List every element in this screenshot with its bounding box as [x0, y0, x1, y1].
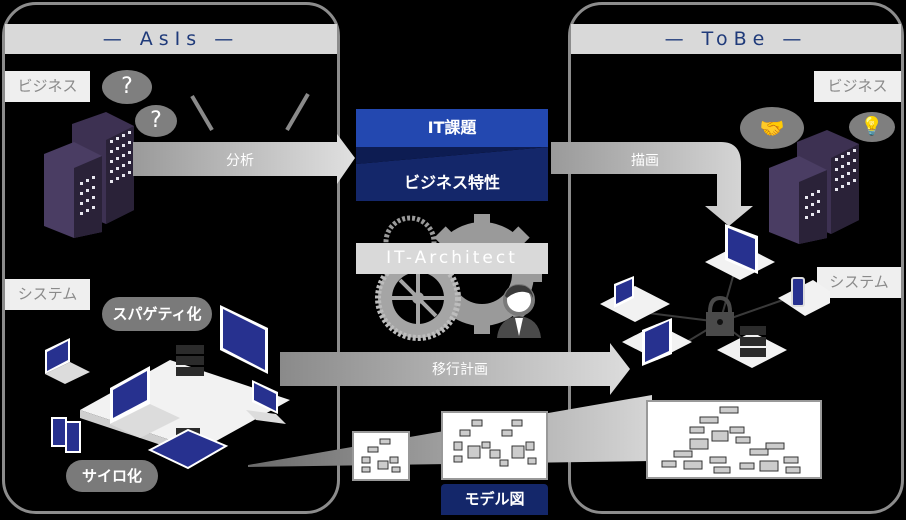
question-bubble-icon: ? — [102, 70, 152, 104]
drawing-arrow — [551, 142, 753, 226]
model-tree-icon — [361, 438, 401, 473]
building-icon — [44, 112, 134, 238]
business-traits-banner: ビジネス特性 — [356, 164, 548, 201]
model-tree-icon — [661, 406, 801, 474]
analysis-label: 分析 — [226, 153, 254, 169]
asis-panel — [2, 2, 340, 514]
migration-label: 移行計画 — [432, 362, 488, 378]
tobe-system-tag: システム — [817, 267, 901, 298]
analysis-arrow — [133, 134, 355, 184]
asis-system-tag: システム — [5, 279, 90, 310]
model-tree-icon — [453, 419, 537, 467]
migration-arrow — [280, 343, 630, 395]
architect-label: IT-Architect — [356, 243, 548, 274]
it-issues-banner: IT課題 — [356, 109, 548, 147]
tobe-panel — [568, 2, 904, 514]
asis-header: — AsIs — — [5, 24, 337, 54]
asis-system-devices-icon — [45, 305, 290, 470]
banner-divider — [356, 147, 548, 164]
tobe-system-network-icon — [600, 224, 830, 368]
tobe-header: — ToBe — — [571, 24, 901, 54]
tobe-business-tag: ビジネス — [814, 71, 901, 102]
drawing-label: 描画 — [631, 153, 659, 169]
handshake-bubble-icon: 🤝 — [740, 107, 804, 149]
silo-cloud: サイロ化 — [66, 460, 158, 492]
building-icon — [769, 130, 859, 244]
model-label: モデル図 — [441, 484, 548, 515]
lightbulb-bubble-icon: 💡 — [849, 112, 895, 142]
asis-business-tag: ビジネス — [5, 71, 90, 102]
spaghetti-cloud: スパゲティ化 — [102, 297, 212, 331]
architect-person-icon — [497, 284, 541, 338]
question-bubble-icon: ? — [135, 105, 177, 137]
emphasis-lines-icon — [190, 92, 310, 132]
